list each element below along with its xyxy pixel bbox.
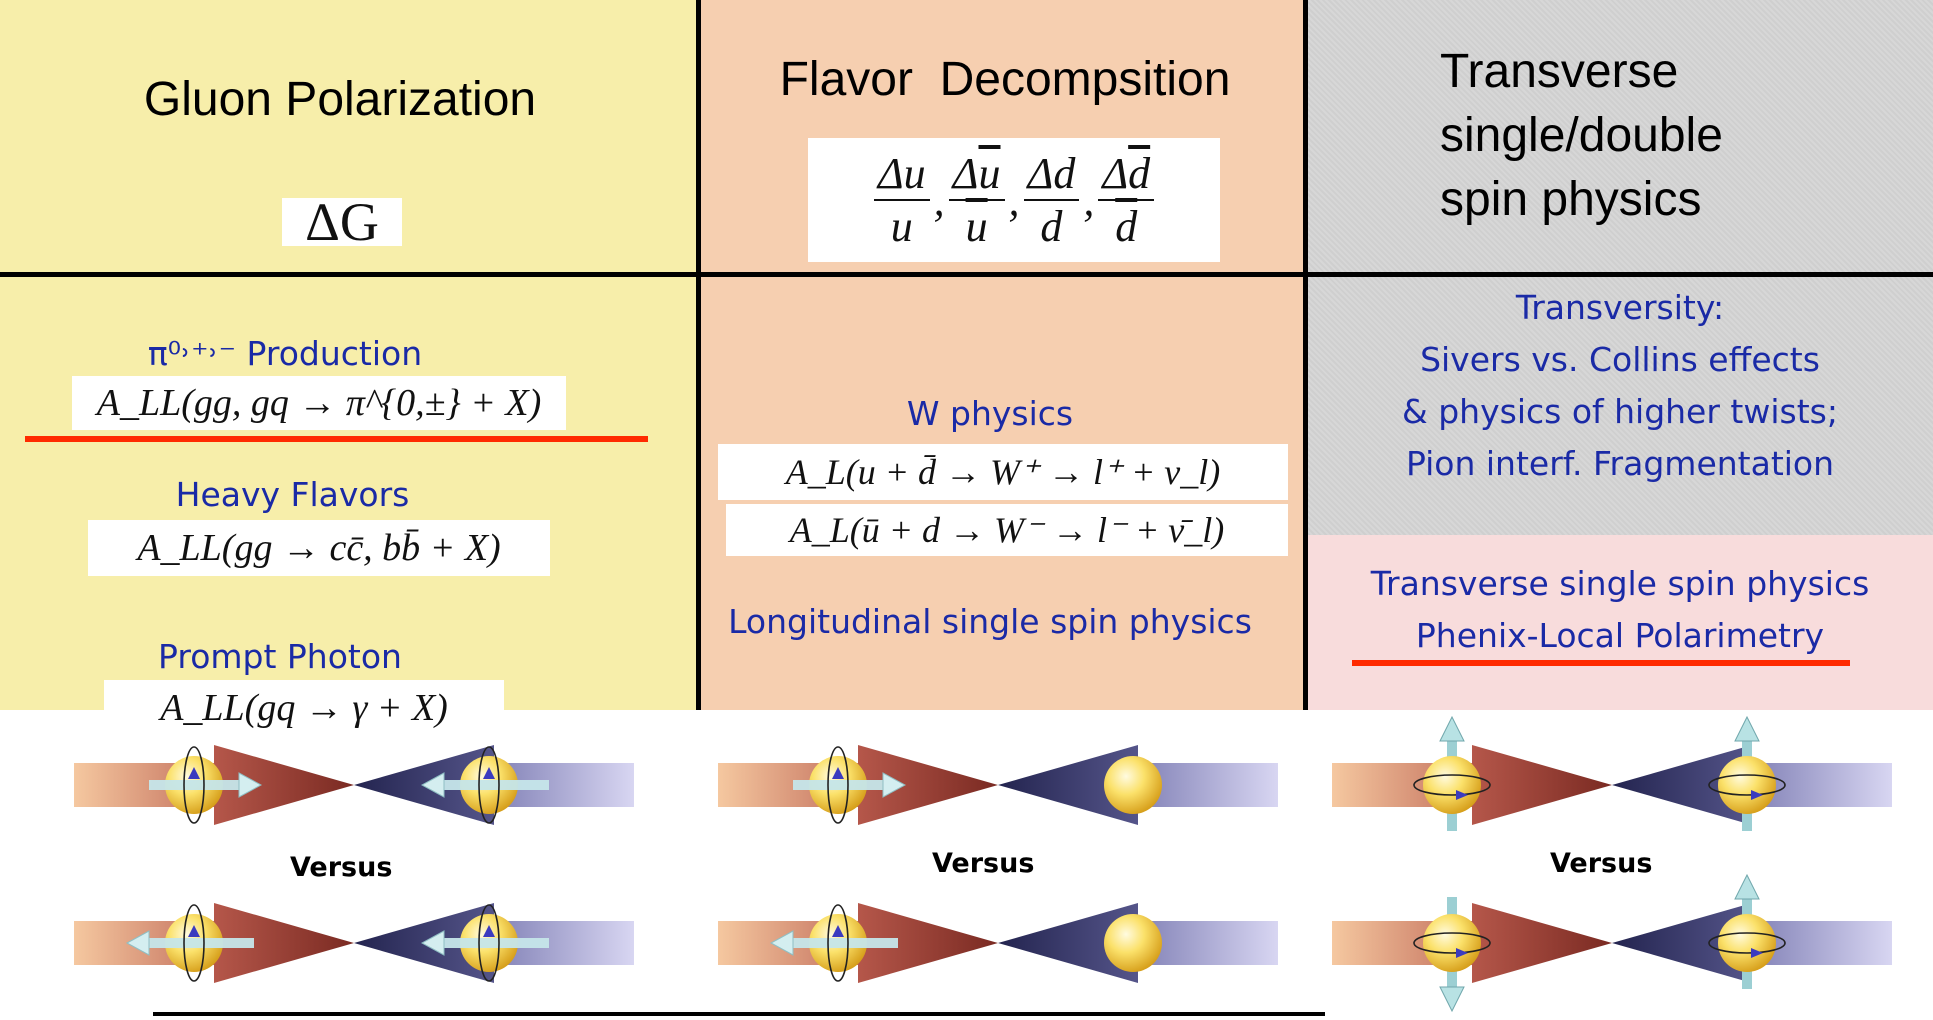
pion-underline	[25, 436, 648, 442]
transverse-beam-top	[1332, 715, 1892, 831]
transverse-single-spin-block: Transverse single spin physics Phenix-Lo…	[1320, 558, 1920, 662]
heavy-flavors-label: Heavy Flavors	[175, 475, 410, 514]
transverse-beam-bottom-right-ring-arrow	[1751, 948, 1763, 958]
transverse-beam-bottom-left-spin-ring	[1413, 932, 1491, 954]
flavor-beam-top-red-head	[858, 745, 998, 825]
flavor-beam-bottom-left-spin-ring	[827, 904, 849, 982]
transverse-beam-top-left-proton	[1423, 756, 1481, 814]
transverse-beam-bottom-left-ring-arrow	[1456, 948, 1468, 958]
prompt-photon-formula: A_LL(gq → γ + X)	[104, 680, 504, 736]
gluon-beam-top-red-head	[214, 745, 354, 825]
w-minus-formula: A_L(ū + d → W⁻ → l⁻ + ν̄_l)	[726, 504, 1288, 556]
transverse-beam-top-right-spin-arrowhead	[1734, 715, 1760, 742]
transversity-line-2: Sivers vs. Collins effects	[1420, 340, 1820, 379]
transverse-heading: Transverse single/double spin physics	[1440, 40, 1780, 232]
w-plus-formula: A_L(u + d̄ → W⁺ → l⁺ + ν_l)	[718, 444, 1288, 500]
flavor-beam-bottom-blue-head	[998, 903, 1138, 983]
transverse-heading-line-1: Transverse	[1440, 45, 1679, 98]
flavor-beam-top-left-spin-ring	[827, 746, 849, 824]
gluon-beam-bottom-red-head	[214, 903, 354, 983]
row-divider	[0, 272, 1933, 277]
transverse-beam-bottom-right-spin-ring	[1708, 932, 1786, 954]
flavor-beam-top	[718, 745, 1278, 825]
flavor-beam-bottom-right-proton	[1104, 914, 1162, 972]
transverse-lower-bg	[1305, 535, 1933, 710]
gluon-beam-bottom-left-spin-arrowhead	[125, 930, 150, 956]
versus-label-2: Versus	[932, 848, 1035, 879]
gluon-beam-bottom-right-ring-arrow	[483, 925, 495, 937]
flavor-beam-bottom-left-spin-arrowhead	[769, 930, 794, 956]
transverse-single-line-1: Transverse single spin physics	[1370, 564, 1870, 603]
versus-label-3: Versus	[1550, 848, 1653, 879]
transverse-single-line-2: Phenix-Local Polarimetry	[1415, 616, 1825, 655]
transversity-block: Transversity: Sivers vs. Collins effects…	[1320, 282, 1920, 490]
flavor-beam-top-left-ring-arrow	[832, 767, 844, 779]
gluon-beam-top-left-spin-ring	[183, 746, 205, 824]
flavor-column-bg	[700, 0, 1305, 710]
transversity-line-4: Pion interf. Fragmentation	[1405, 444, 1835, 483]
transverse-column-bg	[1305, 0, 1933, 535]
transverse-beam-bottom-right-proton	[1718, 914, 1776, 972]
transverse-heading-line-3: spin physics	[1440, 173, 1702, 226]
transverse-beam-top-left-spin-arrowhead	[1439, 715, 1465, 742]
transverse-beam-top-right-proton	[1718, 756, 1776, 814]
gluon-beam-top-right-ring-arrow	[483, 767, 495, 779]
flavor-beam-top-left-spin-arrowhead	[882, 772, 907, 798]
transverse-beam-top-blue-head	[1612, 745, 1752, 825]
transverse-heading-line-2: single/double	[1440, 109, 1723, 162]
transverse-beam-top-left-spin-ring	[1413, 774, 1491, 796]
gluon-beam-top-right-spin-ring	[478, 746, 500, 824]
transverse-beam-bottom-right-spin-arrowhead	[1734, 873, 1760, 900]
gluon-beam-bottom-right-spin-ring	[478, 904, 500, 982]
transverse-beam-bottom-blue-head	[1612, 903, 1752, 983]
gluon-beam-top-left-spin-arrowhead	[238, 772, 263, 798]
delta-g-formula: ΔG	[282, 192, 402, 252]
flavor-beam-bottom-left-ring-arrow	[832, 925, 844, 937]
gluon-beam-top-left-ring-arrow	[188, 767, 200, 779]
flavor-beam-bottom-red-head	[858, 903, 998, 983]
heavy-flavors-formula: A_LL(gg → cc̄, bb̄ + X)	[88, 520, 550, 576]
transverse-beam-bottom-red-head	[1472, 903, 1612, 983]
longitudinal-label: Longitudinal single spin physics	[728, 602, 1252, 641]
gluon-beam-bottom	[74, 903, 634, 983]
versus-label-1: Versus	[290, 852, 393, 883]
flavor-beam-bottom	[718, 903, 1278, 983]
column-divider-2	[1303, 0, 1308, 710]
transversity-line-3: & physics of higher twists;	[1402, 392, 1838, 431]
gluon-column-bg	[0, 0, 700, 710]
gluon-beam-bottom-right-spin-arrowhead	[420, 930, 445, 956]
transverse-beam-top-right-ring-arrow	[1751, 790, 1763, 800]
flavor-heading: Flavor Decompsition	[779, 53, 1231, 106]
bottom-rule	[153, 1012, 1325, 1016]
transverse-beam-top-red-head	[1472, 745, 1612, 825]
transverse-beam-top-left-ring-arrow	[1456, 790, 1468, 800]
gluon-heading: Gluon Polarization	[143, 73, 537, 126]
transverse-beam-bottom-left-spin-arrowhead	[1439, 986, 1465, 1013]
pion-formula: A_LL(gg, gq → π^{0,±} + X)	[72, 376, 566, 430]
polarimetry-underline	[1352, 660, 1850, 666]
column-divider-1	[696, 0, 701, 710]
transversity-line-1: Transversity:	[1515, 288, 1725, 327]
flavor-beam-top-right-proton	[1104, 756, 1162, 814]
flavor-beam-top-blue-head	[998, 745, 1138, 825]
pion-production-label: π⁰˒⁺˒⁻ Production	[147, 334, 423, 373]
w-physics-label: W physics	[906, 394, 1074, 433]
transverse-beam-bottom-left-proton	[1423, 914, 1481, 972]
gluon-beam-bottom-left-ring-arrow	[188, 925, 200, 937]
gluon-beam-bottom-left-spin-ring	[183, 904, 205, 982]
gluon-beam-top-right-spin-arrowhead	[420, 772, 445, 798]
transverse-beam-bottom	[1332, 873, 1892, 1013]
transverse-beam-top-right-spin-ring	[1708, 774, 1786, 796]
gluon-beam-top	[74, 745, 634, 825]
prompt-photon-label: Prompt Photon	[158, 637, 402, 676]
